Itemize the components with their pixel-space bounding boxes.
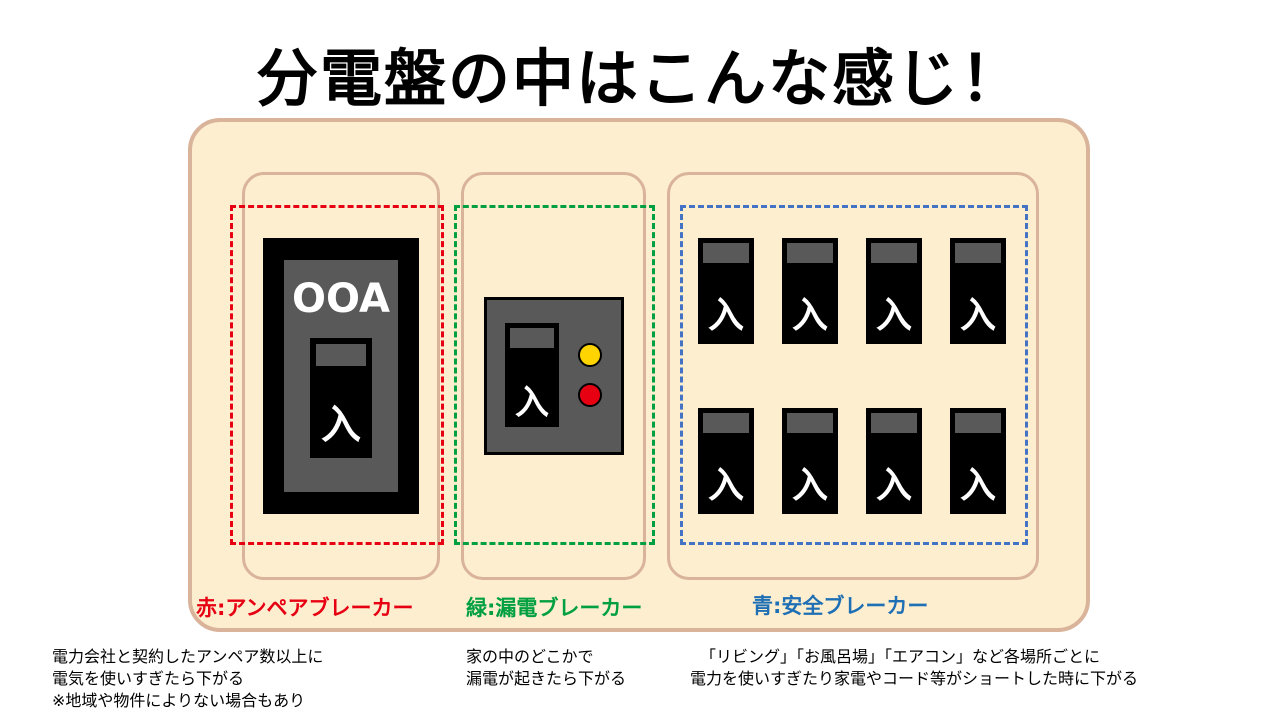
switch-on-label: 入 — [515, 383, 549, 423]
safety-breaker-note: 「リビング」「お風呂場」「エアコン」など各場所ごとに 電力を使いすぎたり家電やコ… — [690, 646, 1138, 690]
switch-on-label: 入 — [875, 465, 912, 506]
main-breaker-group — [242, 172, 440, 580]
switch-on-label: 入 — [791, 465, 828, 506]
safety-breaker-switch[interactable]: 入 — [782, 408, 838, 514]
ampere-breaker-label: 赤:アンペアブレーカー — [196, 596, 414, 620]
switch-lever — [316, 344, 366, 366]
ampere-breaker-switch[interactable]: 入 — [310, 338, 372, 458]
switch-on-label: 入 — [791, 295, 828, 336]
note-line: 電力を使いすぎたり家電やコード等がショートした時に下がる — [690, 669, 1139, 688]
yellow-lamp-icon — [578, 343, 602, 367]
ampere-rating: OOA — [292, 276, 390, 322]
safety-breaker-switch[interactable]: 入 — [866, 238, 922, 344]
switch-lever — [703, 413, 749, 433]
safety-breaker-group — [667, 172, 1039, 580]
note-line: 電気を使いすぎたら下がる — [52, 669, 245, 688]
note-line: ※地域や物件によりない場合もあり — [52, 691, 306, 710]
switch-on-label: 入 — [321, 402, 361, 448]
switch-lever — [871, 413, 917, 433]
safety-breaker-switch[interactable]: 入 — [866, 408, 922, 514]
switch-on-label: 入 — [875, 295, 912, 336]
switch-lever — [955, 413, 1001, 433]
note-line: 電力会社と契約したアンペア数以上に — [52, 647, 324, 666]
note-line: 漏電が起きたら下がる — [466, 669, 627, 688]
safety-breaker-switch[interactable]: 入 — [950, 408, 1006, 514]
ampere-breaker-note: 電力会社と契約したアンペア数以上に 電気を使いすぎたら下がる ※地域や物件により… — [52, 646, 323, 712]
leakage-breaker-group — [461, 172, 646, 580]
safety-breaker-switch[interactable]: 入 — [698, 408, 754, 514]
leakage-breaker-note: 家の中のどこかで 漏電が起きたら下がる — [466, 646, 626, 690]
red-dashed-frame — [230, 205, 444, 545]
safety-breaker-label: 青:安全ブレーカー — [752, 594, 929, 618]
switch-on-label: 入 — [959, 465, 996, 506]
note-line: 「リビング」「お風呂場」「エアコン」など各場所ごとに — [700, 647, 1101, 666]
switch-on-label: 入 — [959, 295, 996, 336]
red-lamp-icon — [578, 383, 602, 407]
safety-breaker-switch[interactable]: 入 — [782, 238, 838, 344]
blue-dashed-frame — [680, 205, 1028, 545]
switch-lever — [787, 243, 833, 263]
switch-lever — [510, 328, 554, 348]
switch-lever — [955, 243, 1001, 263]
leakage-breaker-switch[interactable]: 入 — [505, 323, 559, 427]
note-line: 家の中のどこかで — [466, 647, 594, 666]
switch-on-label: 入 — [707, 465, 744, 506]
green-dashed-frame — [454, 205, 655, 545]
switch-on-label: 入 — [707, 295, 744, 336]
page-title: 分電盤の中はこんな感じ！ — [255, 42, 1024, 115]
safety-breaker-switch[interactable]: 入 — [950, 238, 1006, 344]
safety-breaker-switch[interactable]: 入 — [698, 238, 754, 344]
switch-lever — [871, 243, 917, 263]
leakage-breaker-label: 緑:漏電ブレーカー — [466, 596, 643, 620]
switch-lever — [787, 413, 833, 433]
switch-lever — [703, 243, 749, 263]
